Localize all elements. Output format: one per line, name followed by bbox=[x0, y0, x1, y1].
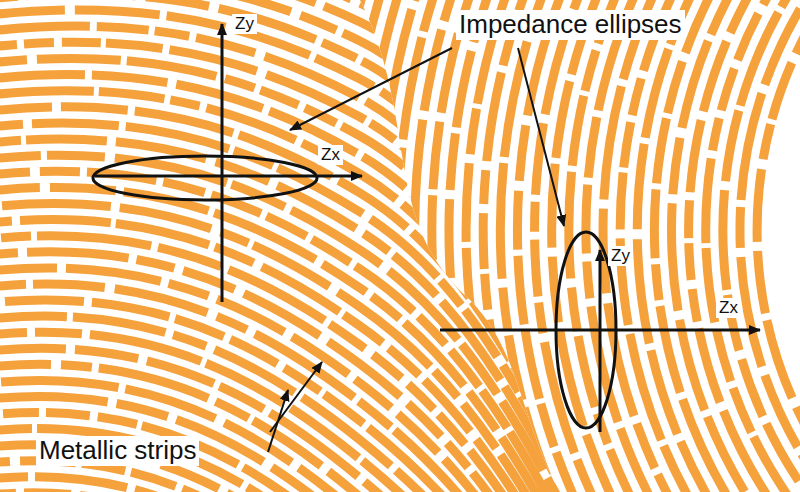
axis-label: Zy bbox=[608, 246, 633, 266]
y-axis bbox=[221, 24, 224, 302]
metallic-strip bbox=[569, 0, 800, 492]
callout-label: Impedance ellipses bbox=[456, 10, 685, 40]
metallic-strip bbox=[261, 0, 724, 492]
leader-line bbox=[290, 48, 452, 130]
metallic-strip bbox=[192, 0, 689, 492]
callout-label: Metallic strips bbox=[36, 436, 199, 466]
metallic-strip bbox=[620, 0, 800, 492]
metallic-strip bbox=[637, 0, 800, 492]
metallic-strip bbox=[278, 0, 732, 492]
metallic-strip bbox=[432, 0, 800, 492]
leader-line bbox=[268, 390, 288, 452]
metallic-strip bbox=[329, 0, 757, 492]
axis-label: Zx bbox=[318, 145, 343, 165]
metallic-strip bbox=[209, 0, 698, 492]
metallic-strip bbox=[483, 0, 800, 492]
metallic-strip bbox=[398, 0, 792, 492]
metallic-strip bbox=[603, 0, 800, 492]
x-axis bbox=[95, 175, 362, 178]
y-axis bbox=[599, 250, 602, 432]
axis-label: Zx bbox=[716, 298, 741, 318]
axis-label: Zy bbox=[232, 14, 257, 34]
metallic-strip bbox=[449, 0, 800, 492]
metallic-strip bbox=[706, 0, 800, 492]
metallic-strip bbox=[226, 0, 706, 492]
impedance-ellipse bbox=[93, 156, 317, 200]
metallic-strip bbox=[500, 0, 800, 492]
leader-line bbox=[518, 48, 564, 226]
metallic-strip bbox=[0, 477, 600, 492]
metallic-strip bbox=[244, 0, 715, 492]
metallic-strip bbox=[535, 0, 800, 492]
metallic-strip bbox=[380, 0, 783, 492]
metallic-strip bbox=[363, 0, 774, 492]
metallic-strip bbox=[175, 0, 681, 492]
metallic-strip bbox=[552, 0, 800, 492]
metallic-strip bbox=[654, 0, 800, 492]
metallic-strip bbox=[415, 0, 800, 492]
metallic-strip bbox=[517, 0, 800, 492]
metallic-strip bbox=[295, 0, 741, 492]
metallic-strip bbox=[586, 0, 800, 492]
x-axis bbox=[440, 329, 760, 332]
metallic-strip bbox=[312, 0, 749, 492]
metallic-strip bbox=[346, 0, 766, 492]
metallic-strip bbox=[466, 0, 800, 492]
impedance-ellipse bbox=[556, 232, 616, 428]
